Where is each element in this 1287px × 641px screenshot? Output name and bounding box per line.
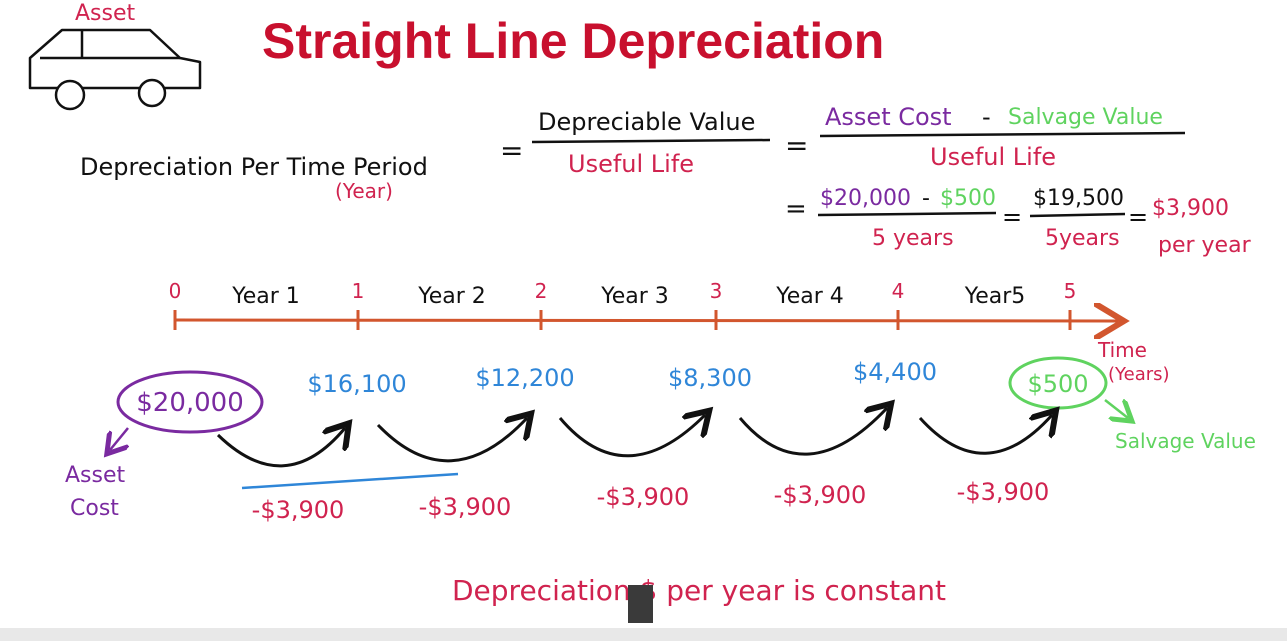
- calc-numerator-dash: -: [922, 186, 930, 211]
- asset-cost-label-b: Cost: [70, 496, 119, 521]
- book-value: $16,100: [307, 370, 406, 398]
- tick-label: 2: [535, 279, 548, 303]
- video-cursor-block: [628, 585, 653, 623]
- page-title: Straight Line Depreciation: [262, 13, 884, 69]
- book-value: $8,300: [668, 364, 752, 392]
- frac2-numerator-salvage: Salvage Value: [1008, 105, 1163, 130]
- tick-label: 1: [352, 279, 365, 303]
- frac1-denominator: Useful Life: [568, 150, 694, 178]
- calc-bar: [817, 211, 997, 217]
- tick-label: 5: [1064, 279, 1077, 303]
- deduction-amount: -$3,900: [597, 483, 690, 511]
- frac2-numerator-dash: -: [982, 103, 991, 131]
- timeline-year-labels: Year 1 Year 2 Year 3 Year 4 Year5: [231, 284, 1025, 309]
- transition-arrow: [558, 415, 705, 458]
- bottom-bar: [0, 628, 1287, 641]
- axis-label-time: Time: [1097, 338, 1147, 362]
- asset-cost-label-a: Asset: [65, 463, 126, 488]
- axis-label-unit: (Years): [1108, 364, 1170, 385]
- year-label: Year 4: [775, 284, 844, 309]
- calc2-denominator: 5years: [1045, 226, 1120, 251]
- tick-label: 3: [710, 279, 723, 303]
- transition-arrow: [376, 418, 527, 463]
- start-value: $20,000: [136, 388, 244, 418]
- yearly-deductions: -$3,900 -$3,900 -$3,900 -$3,900 -$3,900: [252, 478, 1050, 524]
- timeline-axis: [174, 320, 1118, 321]
- calc-numerator-cost: $20,000: [820, 186, 911, 211]
- car-icon: [28, 28, 202, 111]
- start-value-circle: [116, 370, 264, 434]
- frac2-numerator-cost: Asset Cost: [825, 103, 952, 131]
- equals-sign-3: =: [785, 194, 807, 224]
- frac2-denominator: Useful Life: [930, 143, 1056, 171]
- constant-note: Depreciation $ per year is constant: [452, 574, 946, 607]
- result-amount: $3,900: [1152, 196, 1229, 221]
- frac1-numerator: Depreciable Value: [538, 108, 755, 136]
- book-values: $16,100 $12,200 $8,300 $4,400: [307, 358, 937, 398]
- end-value: $500: [1027, 370, 1088, 398]
- transition-arrow: [918, 415, 1052, 455]
- deduction-amount: -$3,900: [252, 496, 345, 524]
- salvage-label: Salvage Value: [1115, 429, 1256, 453]
- timeline-ticks: [173, 310, 1072, 330]
- timeline-tick-labels: 0 1 2 3 4 5: [169, 279, 1077, 303]
- deduction-amount: -$3,900: [419, 493, 512, 521]
- deduction-amount: -$3,900: [774, 481, 867, 509]
- equals-sign-2: =: [785, 129, 808, 162]
- year-label: Year 1: [231, 284, 300, 309]
- salvage-arrow: [1104, 400, 1128, 418]
- equals-sign-4: =: [1002, 203, 1022, 231]
- asset-label: Asset: [75, 1, 136, 26]
- year-label: Year5: [964, 284, 1026, 309]
- calc2-numerator: $19,500: [1033, 186, 1124, 211]
- asset-cost-arrow: [110, 427, 128, 450]
- underline-stroke: [241, 472, 459, 490]
- year-label: Year 3: [600, 284, 669, 309]
- formula-lhs: Depreciation Per Time Period: [80, 153, 428, 181]
- tick-label: 0: [169, 279, 182, 303]
- transition-arrow: [216, 428, 345, 468]
- transition-arrow: [738, 408, 887, 456]
- book-value: $4,400: [853, 358, 937, 386]
- deduction-amount: -$3,900: [957, 478, 1050, 506]
- result-unit: per year: [1158, 233, 1252, 258]
- tick-label: 4: [892, 279, 905, 303]
- frac2-bar: [819, 131, 1186, 138]
- frac1-bar: [531, 138, 771, 144]
- year-transitions: [216, 408, 1052, 468]
- formula-lhs-sub: (Year): [335, 179, 393, 203]
- calc2-bar: [1029, 212, 1126, 218]
- calc-numerator-salvage: $500: [940, 186, 996, 211]
- calc-denominator: 5 years: [872, 226, 954, 251]
- equals-sign-1: =: [500, 134, 523, 167]
- year-label: Year 2: [417, 284, 486, 309]
- book-value: $12,200: [475, 364, 574, 392]
- equals-sign-5: =: [1128, 203, 1148, 231]
